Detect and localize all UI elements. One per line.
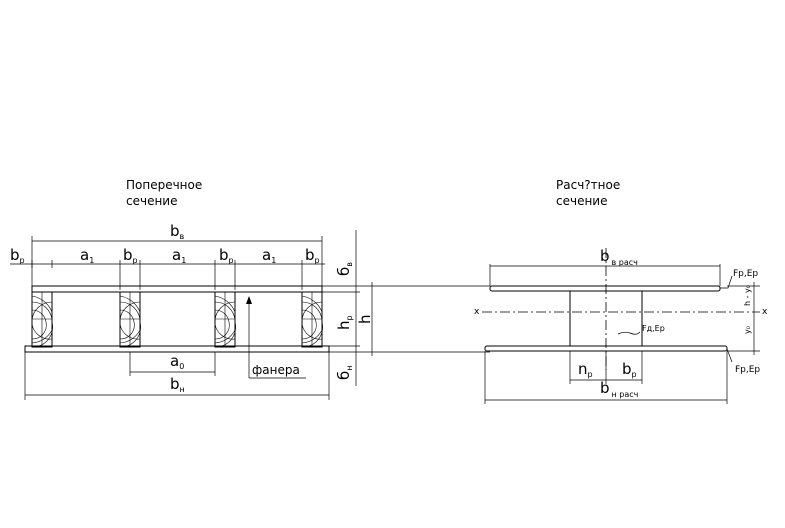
rib-3 xyxy=(214,291,237,348)
dim-b-r-4: bр xyxy=(305,246,320,265)
dim-b-n: bн xyxy=(170,375,185,394)
dim-b-r-2: bр xyxy=(123,246,138,265)
rib-4 xyxy=(301,291,324,348)
left-title: Поперечное сечение xyxy=(126,178,202,208)
label-fanera: фанера xyxy=(252,363,300,377)
label-fp-ep-bottom: Fр,Eр xyxy=(735,365,760,375)
left-title-line2: сечение xyxy=(126,194,177,208)
bottom-flange xyxy=(24,345,330,353)
label-fp-ep-top: Fр,Eр xyxy=(733,269,758,279)
rib-2 xyxy=(119,291,142,348)
label-fd-ed: Fд,Eр xyxy=(642,324,665,333)
left-title-line1: Поперечное xyxy=(126,178,202,192)
rib-1 xyxy=(31,291,54,348)
dim-n-r: nр xyxy=(578,360,593,379)
dim-b-r-1: bр xyxy=(10,246,25,265)
dim-y0: y₀ xyxy=(743,326,752,334)
dim-h: h xyxy=(356,314,374,324)
dim-a1-2: a1 xyxy=(172,246,186,265)
dim-delta-n: бн xyxy=(335,366,354,381)
dim-h-minus-y0: h - y₀ xyxy=(743,285,752,306)
dim-delta-v: бв xyxy=(335,262,354,276)
right-title: Расч?тное сечение xyxy=(556,178,620,208)
right-title-line2: сечение xyxy=(556,194,607,208)
dim-a0: a0 xyxy=(170,352,184,371)
dim-h-r: hр xyxy=(335,315,354,330)
right-title-line1: Расч?тное xyxy=(556,178,620,192)
dim-a1-3: a1 xyxy=(262,246,276,265)
dim-b-r-right: bр xyxy=(622,360,637,379)
left-section: bв bр a1 bр a1 bр a1 bр xyxy=(10,222,374,400)
design-web xyxy=(569,290,643,347)
top-flange xyxy=(31,285,323,293)
axis-x-left: x xyxy=(474,307,480,317)
dim-b-v: bв xyxy=(170,222,185,241)
dim-a1-1: a1 xyxy=(80,246,94,265)
dim-b-r-3: bр xyxy=(219,246,234,265)
axis-x-right: x xyxy=(762,307,768,317)
design-top-flange xyxy=(489,285,721,292)
